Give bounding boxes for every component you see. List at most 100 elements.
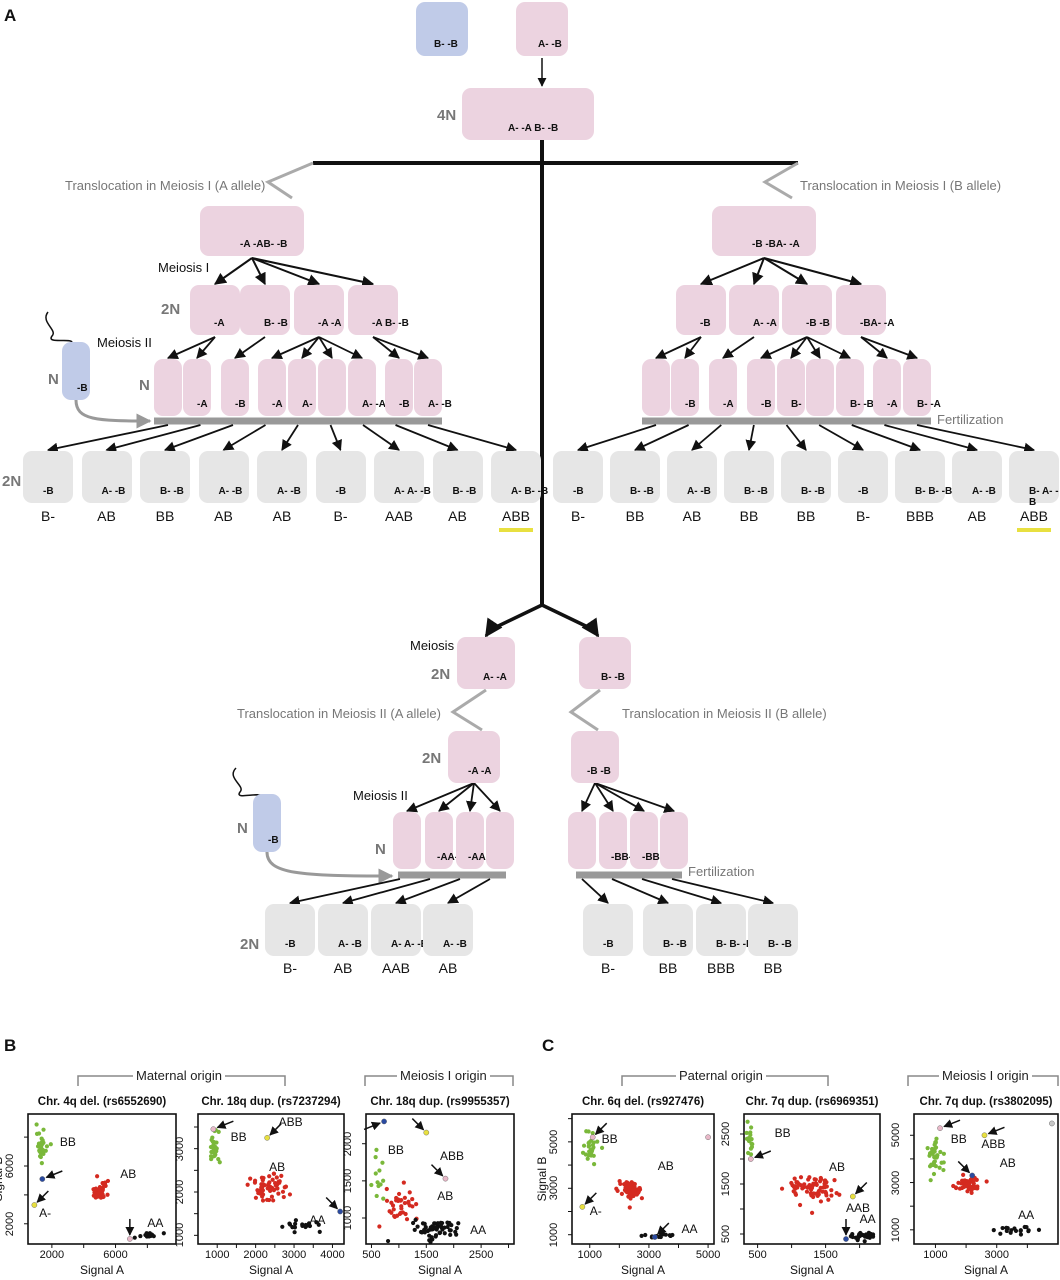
allele-label: B- -A <box>917 399 941 410</box>
allele-label: -B <box>285 939 296 950</box>
outlier-point <box>589 1134 596 1141</box>
data-point-ab <box>984 1179 989 1184</box>
data-point-ab <box>812 1177 817 1182</box>
cell <box>782 285 832 335</box>
outlier-point <box>1049 1120 1055 1127</box>
arrow <box>671 878 775 907</box>
data-point-ab <box>808 1186 814 1191</box>
cluster-label: BB <box>230 1129 247 1144</box>
data-point-ab <box>95 1174 100 1179</box>
data-point-bb <box>925 1146 930 1151</box>
arrow <box>763 257 809 285</box>
allele-label: -B -B <box>806 318 830 329</box>
allele-label: B- B- -B <box>915 486 953 497</box>
genotype-label: AB <box>272 508 292 524</box>
allele-label: A- -B <box>218 486 243 497</box>
zygote-cell <box>838 451 888 503</box>
cell <box>414 359 442 416</box>
data-point-ab <box>276 1191 281 1196</box>
outlier-arrow <box>411 1118 425 1131</box>
arrow <box>611 878 669 905</box>
zygote-cell <box>895 451 945 503</box>
genotype-label: AB <box>967 508 987 524</box>
data-point-aa <box>161 1231 166 1236</box>
arrow <box>594 782 676 813</box>
arrow <box>581 617 600 638</box>
data-point-ab <box>630 1188 635 1193</box>
data-point-aa <box>293 1218 298 1223</box>
genotype-label: B- <box>856 508 870 524</box>
cell <box>348 285 398 335</box>
allele-label: A- A- -B <box>391 939 428 950</box>
data-point-bb <box>586 1141 591 1146</box>
arrow <box>576 424 657 453</box>
allele-label: -B <box>685 399 696 410</box>
allele-label: -B <box>43 486 54 497</box>
data-point-ab <box>403 1211 408 1217</box>
x-tick-label: 1000 <box>204 1249 230 1261</box>
data-point-ab <box>91 1187 96 1192</box>
arrow <box>167 336 216 359</box>
data-point-ab <box>822 1181 827 1186</box>
data-point-bb <box>377 1168 382 1173</box>
panel-letter-b: B <box>4 1036 17 1055</box>
ploidy-label: 2N <box>161 301 181 318</box>
cell <box>448 731 500 783</box>
data-point-bb <box>938 1149 943 1155</box>
cluster-label: BB <box>601 1131 618 1146</box>
allele-label: -B <box>573 486 584 497</box>
y-tick-label: 2000 <box>342 1131 354 1156</box>
cluster-label: AAB <box>846 1201 871 1215</box>
data-point-aa <box>1012 1226 1017 1231</box>
allele-label: A- -A <box>362 399 386 410</box>
plot-title: Chr. 7q dup. (rs3802095) <box>919 1096 1053 1108</box>
outlier-point <box>337 1208 343 1215</box>
x-tick-label: 3000 <box>984 1249 1009 1261</box>
cluster-label: AB <box>437 1189 454 1204</box>
y-tick-label: 6000 <box>4 1153 16 1179</box>
allele-label: -A <box>887 399 898 410</box>
arrow <box>222 424 266 451</box>
zygote-cell <box>265 904 315 956</box>
data-point-aa <box>454 1226 459 1231</box>
cell <box>660 812 688 869</box>
ploidy-label: 2N <box>240 936 260 953</box>
x-tick-label: 500 <box>748 1249 767 1261</box>
arrow <box>372 336 400 359</box>
outlier-point <box>652 1234 658 1240</box>
group-label-meiosis-i-origin: Meiosis I origin <box>397 1068 490 1083</box>
data-point-ab <box>953 1185 959 1191</box>
genotype-highlight <box>1017 528 1051 532</box>
data-point-ab <box>389 1210 394 1215</box>
data-point-ab <box>281 1194 286 1200</box>
data-point-ab <box>794 1180 799 1185</box>
data-point-bb <box>216 1156 221 1162</box>
arrow <box>594 782 645 812</box>
data-point-aa <box>1008 1230 1013 1235</box>
data-point-ab <box>269 1194 275 1199</box>
cluster-label: ABB <box>278 1114 303 1129</box>
data-point-aa <box>456 1221 461 1226</box>
zygote-cell <box>667 451 717 503</box>
sperm-cell <box>416 2 468 56</box>
zygote-cell <box>553 451 603 503</box>
x-axis-label: Signal A <box>789 1263 835 1277</box>
data-point-bb <box>210 1135 215 1140</box>
outlier-point <box>843 1236 849 1242</box>
outlier-arrow <box>269 1123 282 1136</box>
data-point-ab <box>793 1184 798 1189</box>
group-label-meiosis-i-origin: Meiosis I origin <box>939 1068 1032 1083</box>
data-point-ab <box>779 1186 785 1191</box>
arrow <box>341 878 431 906</box>
data-point-bb <box>581 1143 587 1148</box>
zygote-cell <box>198 451 249 503</box>
plot-title: Chr. 6q del. (rs927476) <box>581 1096 705 1108</box>
meiosis-ii-label: Meiosis II <box>353 788 408 803</box>
outlier-arrow <box>594 1122 608 1136</box>
data-point-bb <box>43 1148 48 1153</box>
y-tick-label: 5000 <box>890 1123 902 1148</box>
data-point-bb <box>927 1164 933 1169</box>
data-point-bb <box>748 1152 754 1157</box>
outlier-point <box>748 1156 754 1162</box>
arrow <box>427 424 518 453</box>
